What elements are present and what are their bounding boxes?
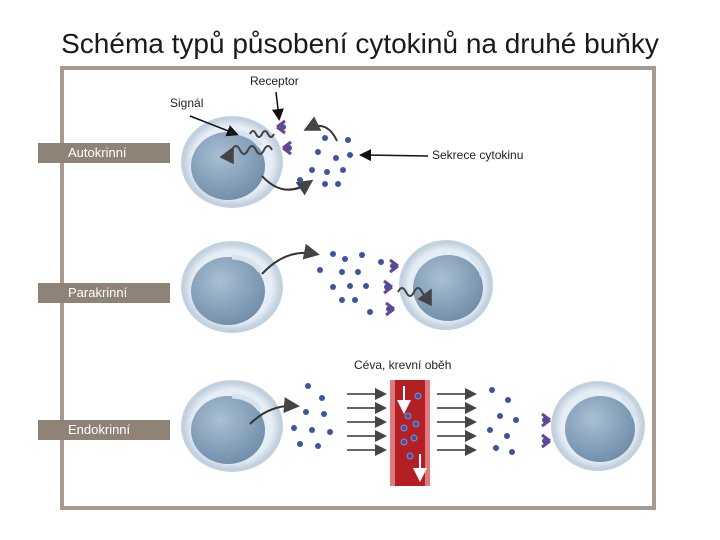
row-label-autocrine: Autokrinní	[38, 143, 170, 163]
cytokines-endocrine-left	[291, 383, 333, 449]
label-vessel: Céva, krevní oběh	[354, 358, 452, 372]
cell-endocrine-target	[551, 381, 645, 471]
label-secretion: Sekrece cytokinu	[432, 148, 524, 162]
arrow-paracrine	[261, 243, 320, 275]
cytokines-paracrine	[317, 251, 384, 315]
signal-squiggle-2	[249, 130, 275, 138]
cell-paracrine-source	[181, 241, 283, 333]
page-title: Schéma typů působení cytokinů na druhé b…	[61, 28, 659, 59]
arrow-receptor-pointer	[272, 91, 284, 121]
label-receptor: Receptor	[250, 74, 299, 88]
flow-arrows-left	[347, 388, 387, 456]
row-label-endocrine: Endokrinní	[38, 420, 170, 440]
label-signal: Signál	[170, 96, 204, 110]
arrow-endocrine	[249, 397, 300, 425]
arrow-secretion	[261, 175, 314, 196]
receptor-icon	[383, 258, 399, 317]
receptor-icon	[541, 412, 551, 449]
cell-endocrine-source	[181, 380, 283, 472]
cell-autocrine	[181, 116, 283, 208]
arrow-signal-pointer	[189, 115, 239, 137]
arrow-secretion-pointer	[359, 149, 429, 162]
signal-squiggle	[219, 145, 273, 165]
arrow-return	[303, 116, 338, 142]
row-label-paracrine: Parakrinní	[38, 283, 170, 303]
cell-paracrine-target	[399, 240, 493, 330]
cytokines-autocrine	[297, 135, 353, 187]
flow-arrows-right	[437, 388, 477, 456]
blood-vessel	[390, 380, 430, 486]
cytokines-endocrine-right	[487, 387, 519, 455]
signal-squiggle	[397, 287, 432, 307]
receptor-icon	[276, 119, 292, 156]
